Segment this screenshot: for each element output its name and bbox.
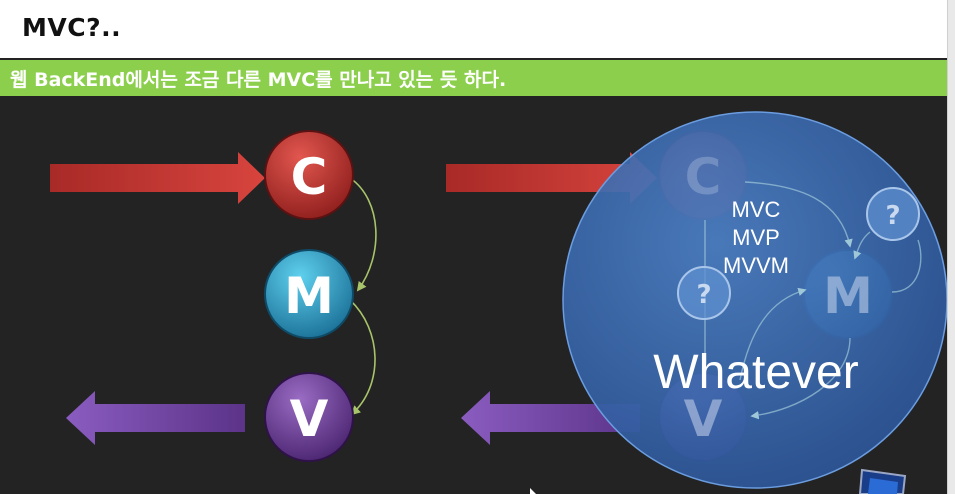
subtitle-bar: 웹 BackEnd에서는 조금 다른 MVC를 만나고 있는 듯 하다. [0,60,947,96]
right-c-to-m-connector [744,181,853,248]
left-view-label: V [290,390,329,448]
title-bar: MVC?.. [0,0,947,58]
mvc-diagram: C M V C M V ? ? MVC MVP [50,111,947,494]
left-output-arrow [66,391,245,445]
window-edge [947,0,955,494]
pattern-label-mvvm: MVVM [723,253,789,278]
laptop-icon [858,468,907,494]
left-input-arrow [50,152,265,204]
right-view-label: V [684,390,723,448]
unknown-mark-1: ? [885,201,900,231]
whatever-bubble [562,111,947,489]
right-m-to-v-connector [750,337,851,420]
right-m-to-unknown-connector [891,239,922,293]
left-model-label: M [284,267,334,325]
right-model-label: M [823,267,873,325]
left-controller-node: C [264,130,354,220]
left-controller-label: C [291,148,328,206]
right-v-to-m-connector [739,287,807,381]
mouse-cursor-icon [530,488,536,494]
right-unknown-to-m-connector [853,231,871,260]
left-c-to-m-connector [349,177,377,292]
unknown-node-left: ? [677,266,731,320]
slide-title: MVC?.. [22,13,122,42]
slide-subtitle: 웹 BackEnd에서는 조금 다른 MVC를 만나고 있는 듯 하다. [10,69,507,91]
left-model-node: M [264,249,354,339]
pattern-label-mvp: MVP [732,225,780,250]
left-m-to-v-connector [349,299,376,416]
whatever-caption: Whatever [653,346,858,399]
right-controller-label: C [685,148,722,206]
unknown-mark-2: ? [696,280,711,310]
pattern-label-mvc: MVC [732,197,781,222]
unknown-node-top-right: ? [866,187,920,241]
left-view-node: V [264,372,354,462]
